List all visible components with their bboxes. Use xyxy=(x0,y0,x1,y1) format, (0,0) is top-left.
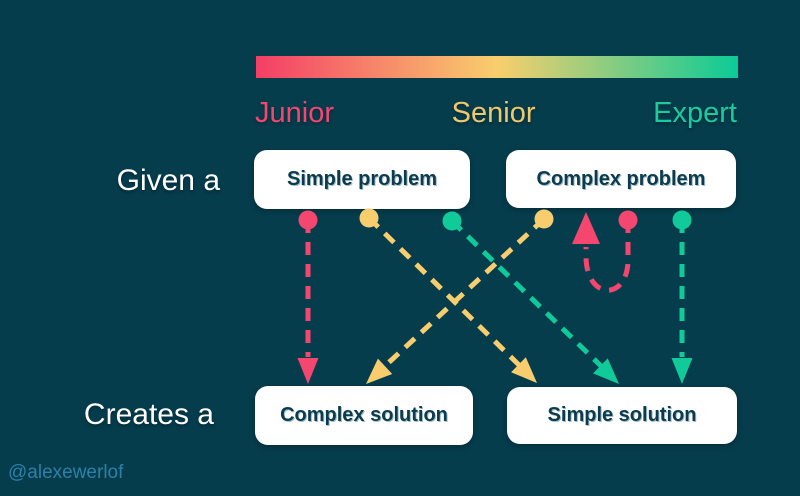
seniority-legend: Junior Senior Expert xyxy=(255,97,737,129)
junior-complex-return-shaft xyxy=(583,220,631,293)
node-simple-solution: Simple solution xyxy=(507,387,737,444)
legend-label-senior: Senior xyxy=(451,97,536,129)
junior-simple-to-complex-arrowhead-icon xyxy=(297,358,319,384)
author-watermark: @alexewerlof xyxy=(8,462,124,483)
expert-simple-to-simple-arrowhead-icon xyxy=(593,358,619,384)
senior-simple-to-simple-arrowhead-icon xyxy=(511,357,537,383)
node-simple-problem: Simple problem xyxy=(254,150,470,209)
senior-complex-to-complex-shaft xyxy=(383,217,546,368)
arrow-senior-complex-to-complex xyxy=(366,209,554,384)
node-complex-solution: Complex solution xyxy=(255,386,473,445)
arrow-senior-simple-to-simple xyxy=(359,208,537,383)
row-label-creates: Creates a xyxy=(83,398,214,431)
expert-simple-to-simple-shaft xyxy=(450,219,603,368)
junior-complex-return-arrowhead-icon xyxy=(572,212,600,244)
node-complex-problem: Complex problem xyxy=(506,150,736,208)
seniority-gradient-bar xyxy=(256,56,738,78)
arrow-junior-simple-to-complex xyxy=(297,210,319,384)
senior-complex-to-complex-arrowhead-icon xyxy=(366,358,393,384)
arrow-expert-complex-to-simple xyxy=(671,210,693,384)
arrow-expert-simple-to-simple xyxy=(442,211,619,384)
legend-label-expert: Expert xyxy=(653,97,737,129)
row-label-given: Given a xyxy=(116,164,220,197)
legend-label-junior: Junior xyxy=(255,97,334,129)
arrow-junior-complex-return xyxy=(572,210,638,293)
expert-complex-to-simple-arrowhead-icon xyxy=(671,358,693,384)
senior-simple-to-simple-shaft xyxy=(367,216,521,367)
